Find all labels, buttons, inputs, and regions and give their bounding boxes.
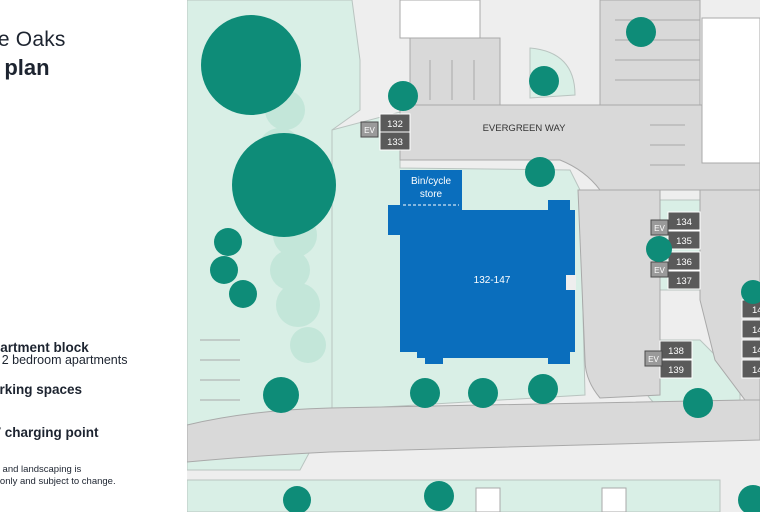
tree [214, 228, 242, 256]
bay-139-label: 139 [668, 365, 684, 376]
evergreen-way-road [399, 104, 760, 191]
tree [410, 378, 440, 408]
tree [738, 485, 760, 512]
bay-134-label: 134 [676, 217, 692, 228]
apartment-block-132-147[interactable] [388, 170, 576, 364]
tree [229, 280, 257, 308]
bay-142-label: 14 [752, 345, 760, 356]
tree [525, 157, 555, 187]
tree [263, 377, 299, 413]
parking-bays: 132 133 EV 134 135 136 137 EV EV 138 139… [360, 113, 760, 379]
east-access-road [577, 189, 661, 399]
ev-charger-label-2: EV [654, 224, 665, 233]
bay-138-label: 138 [668, 346, 684, 357]
ev-charger-label-3: EV [654, 266, 665, 275]
tree [388, 81, 418, 111]
bay-141-label: 14 [752, 325, 760, 336]
existing-building-south [475, 487, 501, 512]
tree [646, 236, 672, 262]
tree [741, 280, 760, 304]
tree [283, 486, 311, 512]
north-car-park [409, 37, 501, 106]
legend-apartment-block-sub: x 2 bedroom apartments [0, 353, 128, 367]
bay-133-label: 133 [387, 137, 403, 148]
road-label-evergreen-way: EVERGREEN WAY [483, 123, 567, 134]
bay-140-label: 14 [752, 305, 760, 316]
disclaimer-line2: e only and subject to change. [0, 476, 116, 487]
site-title: ee Oaks [0, 28, 66, 51]
northeast-car-park [599, 0, 701, 106]
legend-ev-label: V charging point [0, 425, 99, 440]
tree [210, 256, 238, 284]
existing-building-south-2 [601, 487, 627, 512]
tree [424, 481, 454, 511]
legend-apartment-block-label: partment block [0, 340, 89, 355]
bay-137-label: 137 [676, 276, 692, 287]
bay-132-label: 132 [387, 119, 403, 130]
block-label: 132-147 [474, 275, 511, 286]
bin-cycle-store-label: Bin/cycle [411, 176, 451, 187]
tree [468, 378, 498, 408]
bay-135-label: 135 [676, 236, 692, 247]
legend-parking-label: arking spaces [0, 382, 83, 397]
tree [626, 17, 656, 47]
legend-panel: ee Oaks e plan partment block x 2 bedroo… [0, 0, 187, 512]
tree-large-1 [201, 15, 301, 115]
trees [201, 15, 760, 512]
existing-building-north [399, 0, 481, 39]
tree [683, 388, 713, 418]
site-map: Bin/cycle store 132-147 EVERGREEN WAY 13… [187, 0, 760, 512]
ev-charger-label-1: EV [364, 126, 375, 135]
disclaimer-line1: ut and landscaping is [0, 464, 82, 475]
tree [529, 66, 559, 96]
tree-large-2 [232, 133, 336, 237]
parking-markings [200, 19, 700, 401]
existing-building-northeast [701, 17, 760, 164]
bay-143-label: 14 [752, 365, 760, 376]
tree [528, 374, 558, 404]
bay-136-label: 136 [676, 257, 692, 268]
bin-cycle-store-label-2: store [420, 189, 443, 200]
site-plan-heading: e plan [0, 55, 50, 80]
ev-charger-label-4: EV [648, 355, 659, 364]
